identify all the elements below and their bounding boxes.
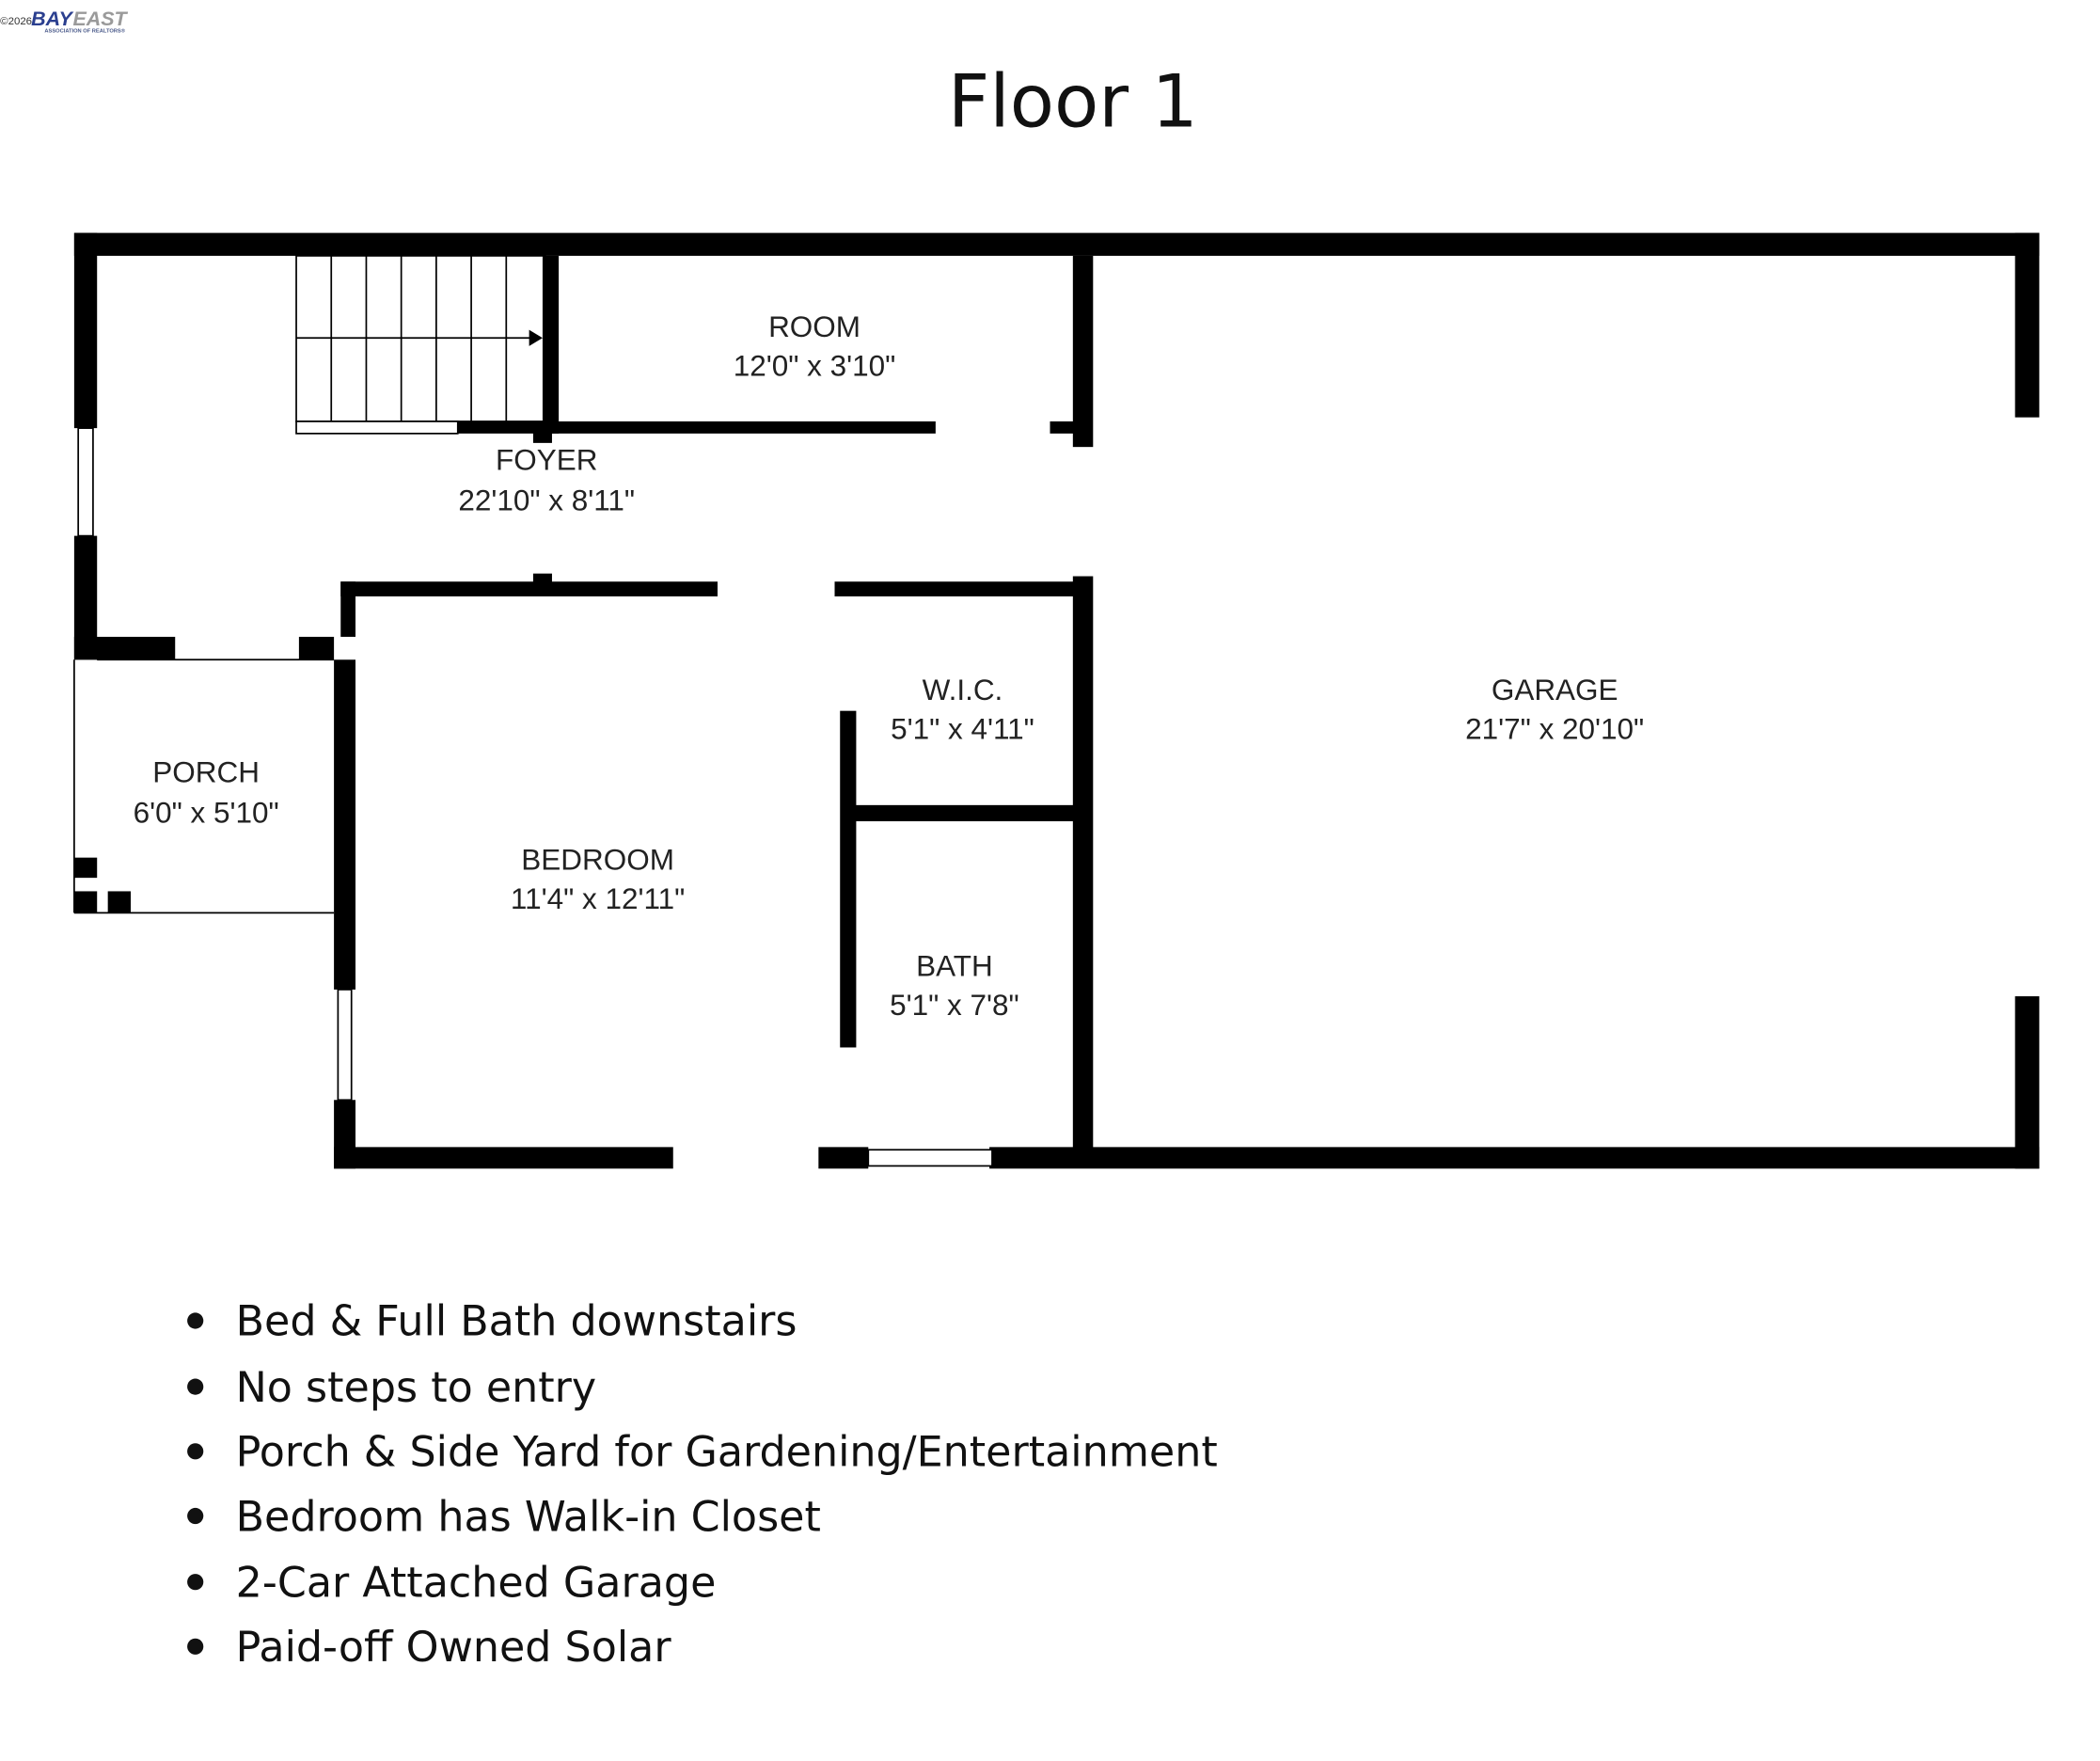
room-porch: PORCH 6'0" x 5'10"	[134, 756, 279, 830]
svg-text:Bedroom has Walk-in Closet: Bedroom has Walk-in Closet	[236, 1493, 821, 1541]
feature-list: Bed & Full Bath downstairs No steps to e…	[187, 1298, 1218, 1672]
room-dims: 6'0" x 5'10"	[134, 796, 279, 829]
room-name: GARAGE	[1492, 674, 1618, 706]
window	[77, 427, 94, 537]
room-dims: 22'10" x 8'11"	[458, 484, 635, 516]
svg-text:Bed & Full Bath downstairs: Bed & Full Bath downstairs	[236, 1298, 797, 1346]
list-item: 2-Car Attached Garage	[187, 1559, 716, 1607]
svg-text:No steps to entry: No steps to entry	[236, 1364, 597, 1412]
room-name: ROOM	[768, 310, 861, 343]
svg-text:Paid-off Owned Solar: Paid-off Owned Solar	[236, 1624, 672, 1672]
room-dims: 12'0" x 3'10"	[734, 349, 896, 382]
room-dims: 5'1" x 4'11"	[891, 713, 1034, 746]
room-name: PORCH	[152, 756, 260, 789]
list-item: Bed & Full Bath downstairs	[187, 1298, 797, 1346]
room-name: W.I.C.	[923, 674, 1003, 706]
list-item: Bedroom has Walk-in Closet	[187, 1493, 821, 1541]
logo-copyright: ©2026	[0, 16, 32, 27]
room-dims: 21'7" x 20'10"	[1465, 713, 1644, 746]
room-dims: 5'1" x 7'8"	[890, 989, 1019, 1022]
room-dims: 11'4" x 12'11"	[511, 882, 685, 915]
room-bedroom: BEDROOM 11'4" x 12'11"	[511, 844, 685, 916]
svg-text:2-Car Attached Garage: 2-Car Attached Garage	[236, 1559, 717, 1607]
bayeast-logo: ©2026 BAY EAST ASSOCIATION OF REALTORS®	[0, 8, 128, 34]
list-item: Paid-off Owned Solar	[187, 1624, 671, 1672]
room-name: BEDROOM	[521, 844, 674, 877]
window	[337, 989, 353, 1102]
room-name: BATH	[916, 950, 993, 983]
room-bath: BATH 5'1" x 7'8"	[890, 950, 1019, 1023]
page-title: Floor 1	[948, 60, 1198, 145]
list-item: No steps to entry	[187, 1364, 596, 1412]
svg-text:Porch & Side Yard for Gardenin: Porch & Side Yard for Gardening/Entertai…	[236, 1429, 1218, 1477]
logo-subtitle: ASSOCIATION OF REALTORS®	[44, 27, 125, 34]
room-name: FOYER	[496, 443, 597, 476]
list-item: Porch & Side Yard for Gardening/Entertai…	[187, 1429, 1218, 1477]
logo-east: EAST	[72, 8, 128, 30]
room-garage: GARAGE 21'7" x 20'10"	[1465, 674, 1644, 746]
floor-plan	[73, 232, 2040, 1169]
staircase	[295, 255, 546, 435]
room-wic: W.I.C. 5'1" x 4'11"	[891, 674, 1034, 746]
logo-bay: BAY	[31, 8, 73, 30]
room-room: ROOM 12'0" x 3'10"	[734, 310, 896, 383]
window	[867, 1149, 993, 1167]
room-foyer: FOYER 22'10" x 8'11"	[458, 443, 635, 516]
